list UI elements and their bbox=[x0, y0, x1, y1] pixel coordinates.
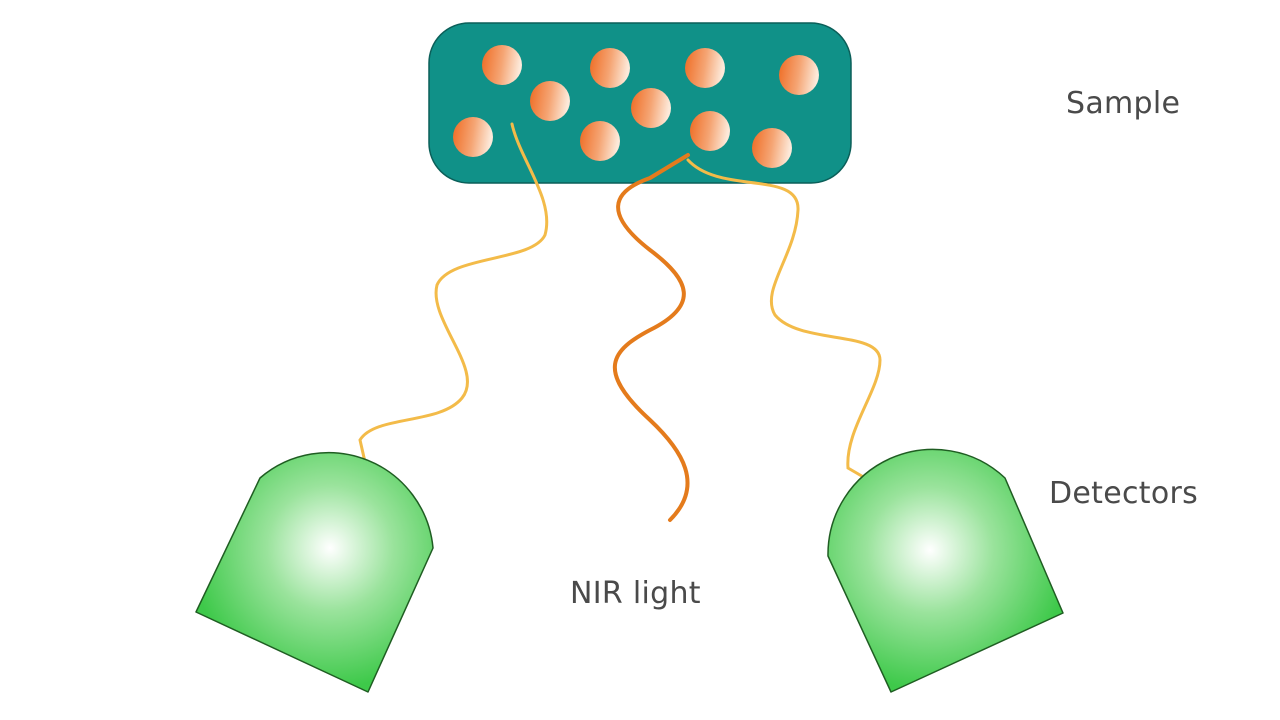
particle bbox=[690, 111, 730, 151]
particle bbox=[779, 55, 819, 95]
particle bbox=[453, 117, 493, 157]
detector-right bbox=[827, 448, 1064, 693]
particle bbox=[685, 48, 725, 88]
particle bbox=[580, 121, 620, 161]
detector-left bbox=[195, 451, 434, 693]
incident-nir-wave bbox=[613, 153, 690, 522]
scattered-wave-left bbox=[358, 122, 549, 464]
sample-particles bbox=[453, 45, 819, 168]
nir-light-label: NIR light bbox=[570, 576, 701, 611]
particle bbox=[530, 81, 570, 121]
scattered-wave-right bbox=[686, 158, 882, 484]
sample-label: Sample bbox=[1066, 86, 1181, 121]
detectors-label: Detectors bbox=[1049, 476, 1199, 511]
particle bbox=[482, 45, 522, 85]
particle bbox=[631, 88, 671, 128]
particle bbox=[590, 48, 630, 88]
particle bbox=[752, 128, 792, 168]
